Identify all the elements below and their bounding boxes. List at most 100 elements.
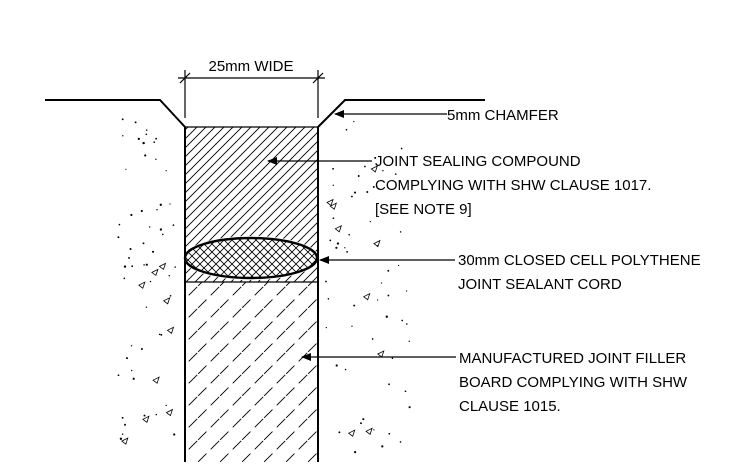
concrete-aggregate (142, 415, 150, 423)
concrete-dot (387, 269, 390, 272)
concrete-dot (344, 247, 346, 249)
concrete-dot (173, 433, 176, 436)
concrete-dot (145, 129, 148, 131)
concrete-dot (149, 280, 152, 283)
sealant-cord (183, 236, 319, 280)
concrete-dot (400, 147, 403, 150)
callout-filler-line-1: MANUFACTURED JOINT FILLER (459, 350, 686, 367)
concrete-dot (160, 333, 163, 336)
concrete-dot (344, 368, 347, 371)
concrete-dot (335, 364, 338, 367)
concrete-dot (388, 383, 390, 386)
callout-filler-line-3: CLAUSE 1015. (459, 398, 561, 415)
concrete-dot (169, 294, 172, 297)
concrete-dot (325, 326, 327, 329)
concrete-dot (119, 437, 123, 440)
concrete-dot (174, 266, 176, 268)
concrete-aggregate (347, 429, 356, 437)
concrete-dot (122, 135, 124, 137)
concrete-dot (165, 170, 167, 172)
concrete-dot (387, 294, 390, 297)
width-dimension: 25mm WIDE (178, 58, 325, 118)
concrete-dot (408, 406, 411, 409)
concrete-dot (381, 445, 384, 448)
concrete-dot (159, 203, 162, 206)
concrete-dot (145, 306, 148, 308)
dimension-tick-right (312, 72, 324, 84)
concrete-aggregate (365, 427, 373, 435)
concrete-dot (380, 282, 383, 284)
concrete-dot (155, 137, 158, 140)
concrete-dot (360, 422, 362, 425)
concrete-dot (168, 275, 171, 277)
concrete-dot (140, 348, 143, 350)
dimension-tick-left (179, 72, 191, 84)
concrete-aggregate (329, 202, 337, 210)
concrete-aggregate (152, 376, 160, 384)
concrete-dot (149, 226, 151, 228)
leaders (267, 110, 456, 361)
concrete-dot (130, 345, 133, 347)
concrete-dot (376, 299, 379, 301)
joint-filler-board (185, 282, 318, 462)
concrete-dot (327, 298, 330, 300)
concrete-dot (121, 416, 124, 419)
concrete-dot (385, 315, 388, 318)
concrete-dot (408, 340, 410, 342)
concrete-aggregate (334, 225, 342, 233)
concrete-dot (123, 265, 127, 268)
concrete-dot (354, 451, 357, 454)
callout-compound-line-2: COMPLYING WITH SHW CLAUSE 1017. (375, 177, 651, 194)
concrete-dot (391, 357, 394, 360)
concrete-dot (348, 233, 350, 236)
concrete-dot (329, 239, 332, 242)
concrete-dot (374, 156, 377, 159)
concrete-texture (117, 111, 411, 454)
concrete-dot (155, 413, 158, 416)
concrete-dot (388, 432, 391, 435)
concrete-dot (123, 277, 126, 280)
concrete-dot (144, 154, 147, 157)
concrete-dot (364, 165, 366, 168)
concrete-dot (132, 377, 135, 380)
concrete-dot (155, 158, 157, 161)
concrete-dot (394, 173, 397, 175)
concrete-dot (336, 242, 340, 245)
concrete-dot (172, 224, 175, 226)
concrete-dot (131, 369, 133, 372)
callout-cord-line-1: 30mm CLOSED CELL POLYTHENE (458, 252, 701, 269)
concrete-dot (145, 263, 148, 266)
concrete-dot (357, 175, 360, 177)
concrete-dot (131, 265, 134, 268)
concrete-dot (156, 209, 158, 211)
concrete-dot (129, 247, 132, 251)
dimension-label: 25mm WIDE (208, 58, 293, 75)
concrete-dot (134, 121, 137, 124)
callout-chamfer-line-1: 5mm CHAMFER (447, 107, 559, 124)
concrete-aggregate (165, 408, 174, 417)
concrete-aggregate (377, 350, 385, 358)
right-surface-line (317, 99, 485, 128)
concrete-dot (346, 250, 349, 253)
concrete-dot (399, 231, 402, 233)
concrete-dot (137, 137, 140, 141)
concrete-dot (401, 319, 404, 322)
concrete-dot (142, 242, 145, 245)
concrete-dot (151, 250, 155, 253)
ground-surface (45, 99, 485, 128)
concrete-dot (158, 333, 161, 336)
concrete-aggregate (162, 297, 171, 305)
concrete-dot (345, 128, 348, 131)
concrete-dot (406, 323, 408, 325)
concrete-aggregate (151, 268, 159, 277)
concrete-dot (332, 184, 334, 186)
concrete-aggregate (121, 437, 129, 445)
concrete-dot (372, 186, 375, 188)
concrete-dot (366, 191, 369, 193)
concrete-dot (404, 390, 407, 393)
concrete-dot (350, 195, 353, 198)
callout-texts: 5mm CHAMFER JOINT SEALING COMPOUND COMPL… (375, 107, 701, 415)
concrete-dot (325, 280, 327, 283)
concrete-dot (338, 431, 341, 434)
